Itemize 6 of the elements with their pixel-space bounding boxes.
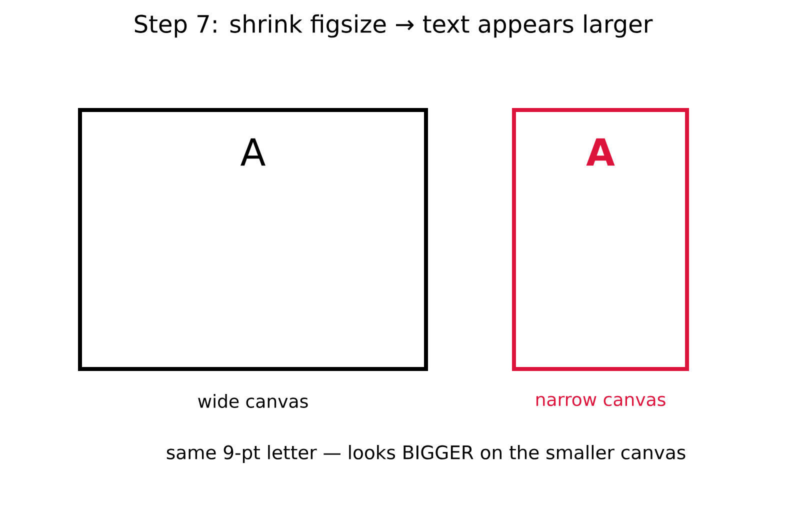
box-caption: wide canvas <box>198 394 308 408</box>
canvas-box: A <box>512 108 690 371</box>
title: Step 7: shrink figsize → text appears larger <box>134 14 653 38</box>
canvas-box: A <box>78 108 428 371</box>
box-caption: narrow canvas <box>536 396 666 406</box>
caption: same 9-pt letter — looks BIGGER on the smaller canvas <box>166 444 686 464</box>
